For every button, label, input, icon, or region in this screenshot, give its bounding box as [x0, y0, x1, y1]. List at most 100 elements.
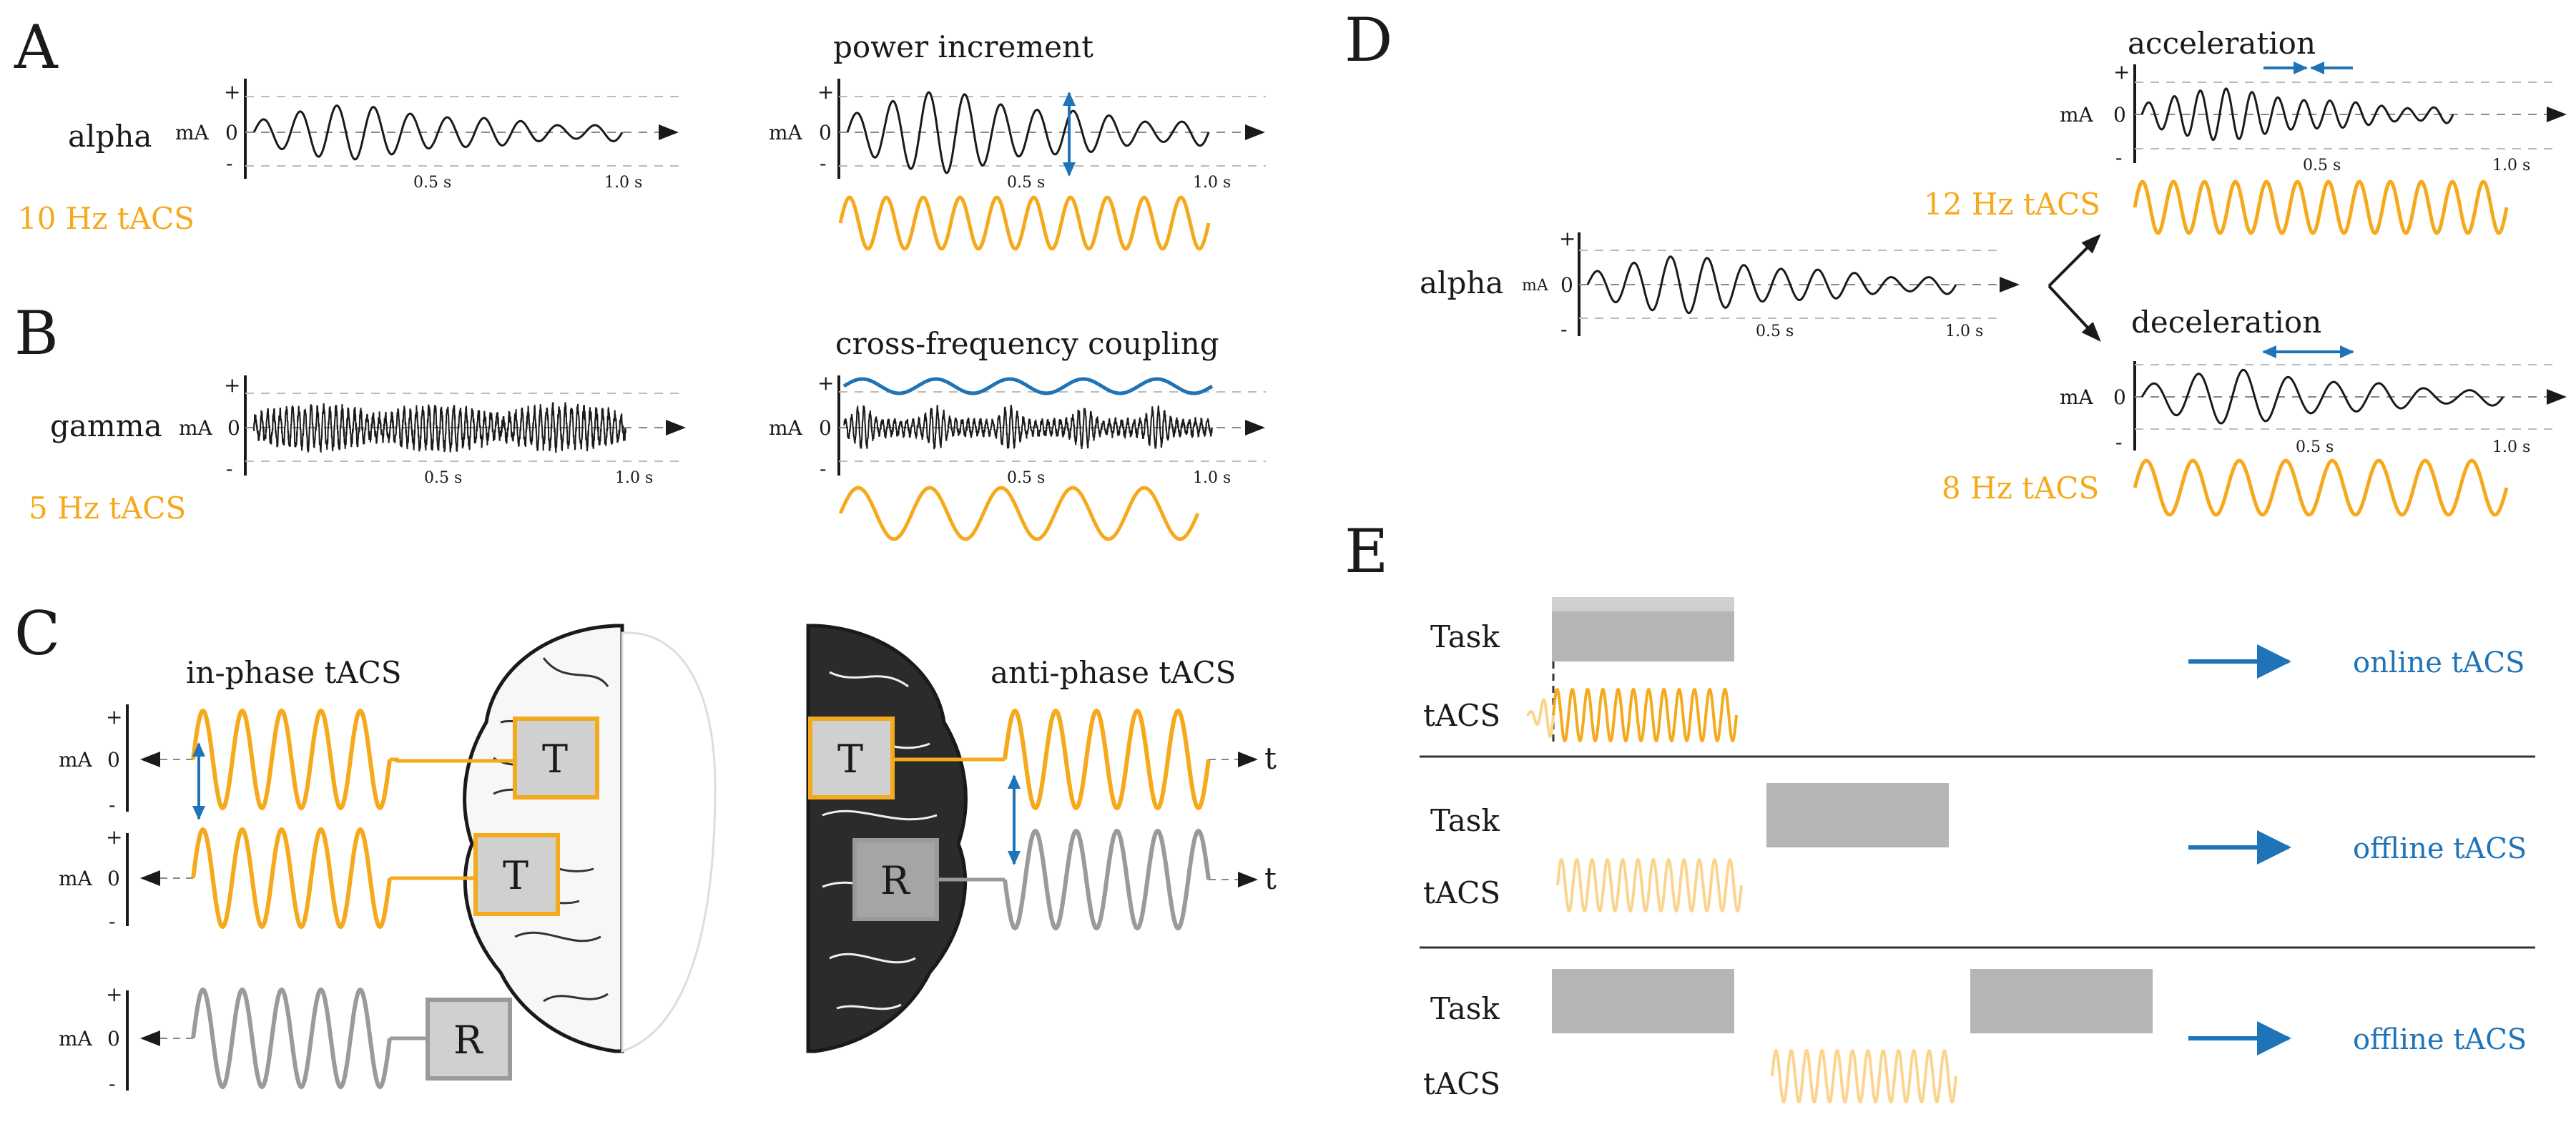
electrode-target-label: T [837, 737, 863, 782]
panel-b-left-plus: + [224, 373, 240, 397]
panel-c: in-phase tACS anti-phase tACS + mA 0 - + [59, 624, 1277, 1096]
panel-d-8hz-tacs-wave [2133, 458, 2509, 517]
panel-letter-b: B [14, 298, 59, 368]
panel-c-l2-zero: 0 [107, 867, 120, 890]
panel-c-t-label-top: t [1264, 741, 1277, 776]
panel-b-gamma-wave [253, 402, 626, 454]
panel-e-row1-tacs-ramp [1526, 698, 1555, 738]
panel-a-right-half: 0.5 s [1007, 174, 1045, 192]
panel-a-right-one: 1.0 s [1193, 174, 1231, 192]
panel-b-left-axes: + mA 0 - 0.5 s 1.0 s [179, 373, 686, 487]
panel-a: alpha 10 Hz tACS power increment + mA 0 … [18, 29, 1266, 251]
panel-d-top-zero: 0 [2113, 103, 2126, 127]
panel-b-left-half: 0.5 s [424, 469, 462, 487]
panel-b-right-half: 0.5 s [1007, 469, 1045, 487]
panel-e: Task tACS online tACS Task tACS offline … [1420, 597, 2535, 1103]
panel-b-stim-label: 5 Hz tACS [29, 491, 186, 526]
panel-c-l2-plus: + [106, 825, 122, 849]
panel-d-bottom-unit: mA [2060, 385, 2094, 409]
panel-c-l2-unit: mA [59, 867, 93, 890]
panel-e-row1-tacs-label: tACS [1423, 698, 1500, 733]
panel-a-alpha-wave [252, 104, 624, 161]
panel-d-accelerated-wave [2140, 87, 2454, 142]
panel-d-top-unit: mA [2060, 103, 2094, 127]
panel-e-row2-task-block [1766, 783, 1949, 847]
panel-b-right-zero: 0 [819, 416, 832, 440]
panel-c-l3-zero: 0 [107, 1027, 120, 1050]
electrode-target-left-top: T [513, 717, 599, 799]
panel-d-bottom-axes: mA 0 - 0.5 s 1.0 s [2060, 361, 2567, 456]
panel-c-left-title: in-phase tACS [186, 655, 402, 690]
panel-c-inphase-wave-1 [191, 708, 392, 811]
electrode-reference-label: R [453, 1018, 483, 1063]
panel-d-top-plus: + [2113, 60, 2130, 84]
panel-b-left-minus: - [226, 457, 232, 481]
panel-b-right-plus: + [817, 371, 834, 395]
panel-b-left-unit: mA [179, 416, 213, 440]
panel-d-center-axes: + mA 0 - 0.5 s 1.0 s [1522, 227, 2020, 341]
panel-d-center-unit: mA [1522, 277, 1549, 295]
panel-d-band-label: alpha [1420, 265, 1503, 300]
panel-d-top-half: 0.5 s [2303, 157, 2341, 174]
panel-d-top-one: 1.0 s [2492, 157, 2530, 174]
panel-d-branch-arrows [2047, 234, 2101, 287]
panel-e-row-online: Task tACS online tACS [1423, 597, 2525, 744]
panel-b-effect-label: cross-frequency coupling [835, 326, 1219, 361]
panel-b: gamma 5 Hz tACS cross-frequency coupling… [29, 326, 1266, 541]
panel-c-l3-plus: + [106, 983, 122, 1006]
panel-d-bottom-half: 0.5 s [2296, 438, 2334, 456]
panel-e-row-offline-1: Task tACS offline tACS [1423, 783, 2527, 912]
panel-e-row-offline-2: Task tACS offline tACS [1423, 969, 2527, 1103]
panel-e-row2-outcome: offline tACS [2353, 832, 2527, 865]
panel-a-alpha-wave-enhanced [846, 91, 1210, 174]
panel-a-tacs-wave [838, 195, 1211, 251]
panel-d-center-zero: 0 [1560, 273, 1573, 297]
panel-a-left-minus: - [226, 152, 232, 175]
panel-a-stim-label: 10 Hz tACS [18, 201, 195, 236]
panel-d-bottom-minus: - [2115, 430, 2122, 454]
panel-d-fast-effect-label: acceleration [2128, 26, 2316, 61]
electrode-reference-left: R [426, 998, 512, 1081]
panel-d-bottom-zero: 0 [2113, 385, 2126, 409]
panel-b-right-minus: - [820, 457, 826, 481]
panel-a-left-unit: mA [175, 121, 210, 144]
panel-letter-c: C [14, 599, 60, 669]
panel-a-left-one: 1.0 s [604, 174, 642, 192]
panel-a-right-plus: + [817, 80, 834, 104]
panel-c-t-label-bottom: t [1264, 861, 1277, 896]
panel-c-inphase-wave-2 [191, 827, 392, 930]
panel-a-left-axes: + mA 0 - 0.5 s 1.0 s [175, 79, 679, 192]
panel-c-antiphase-wave-reference [1003, 828, 1211, 931]
panel-c-left-axes: + mA 0 - + mA 0 - + mA 0 - [59, 704, 193, 1096]
panel-letter-d: D [1344, 5, 1392, 75]
panel-d-center-one: 1.0 s [1945, 323, 1983, 340]
panel-e-row3-tacs-wave [1771, 1049, 1957, 1103]
panel-c-l2-minus: - [109, 910, 115, 933]
panel-d-center-plus: + [1559, 227, 1575, 250]
panel-c-reference-wave-left [191, 987, 392, 1090]
panel-a-right-unit: mA [769, 121, 803, 144]
panel-d-alpha-wave [1586, 255, 1957, 315]
panel-d-center-half: 0.5 s [1756, 323, 1794, 340]
panel-a-right-zero: 0 [819, 121, 832, 144]
panel-letter-a: A [14, 12, 59, 82]
panel-d-bottom-one: 1.0 s [2492, 438, 2530, 456]
panel-d: alpha + mA 0 - 0.5 s 1.0 s acceleration … [1420, 26, 2567, 517]
panel-e-row3-task-label: Task [1430, 991, 1500, 1026]
panel-d-slow-stim-label: 8 Hz tACS [1942, 471, 2099, 506]
panel-d-12hz-tacs-wave [2133, 179, 2509, 235]
panel-b-tacs-wave [838, 486, 1200, 541]
panel-e-row1-tacs-wave [1552, 688, 1738, 742]
panel-b-left-one: 1.0 s [615, 469, 653, 487]
panel-d-slow-effect-label: deceleration [2131, 305, 2321, 340]
panel-d-center-minus: - [1560, 318, 1567, 341]
panel-e-row2-tacs-label: tACS [1423, 875, 1500, 910]
panel-b-envelope-wave [842, 377, 1214, 395]
electrode-target-left-bottom: T [473, 833, 560, 916]
panel-c-l1-unit: mA [59, 748, 93, 772]
panel-c-l1-minus: - [109, 793, 115, 817]
panel-e-row1-outcome: online tACS [2353, 646, 2525, 679]
electrode-target-right: T [808, 717, 895, 799]
panel-a-right-axes: + mA 0 - 0.5 s 1.0 s [769, 79, 1266, 192]
panel-b-right-one: 1.0 s [1193, 469, 1231, 487]
